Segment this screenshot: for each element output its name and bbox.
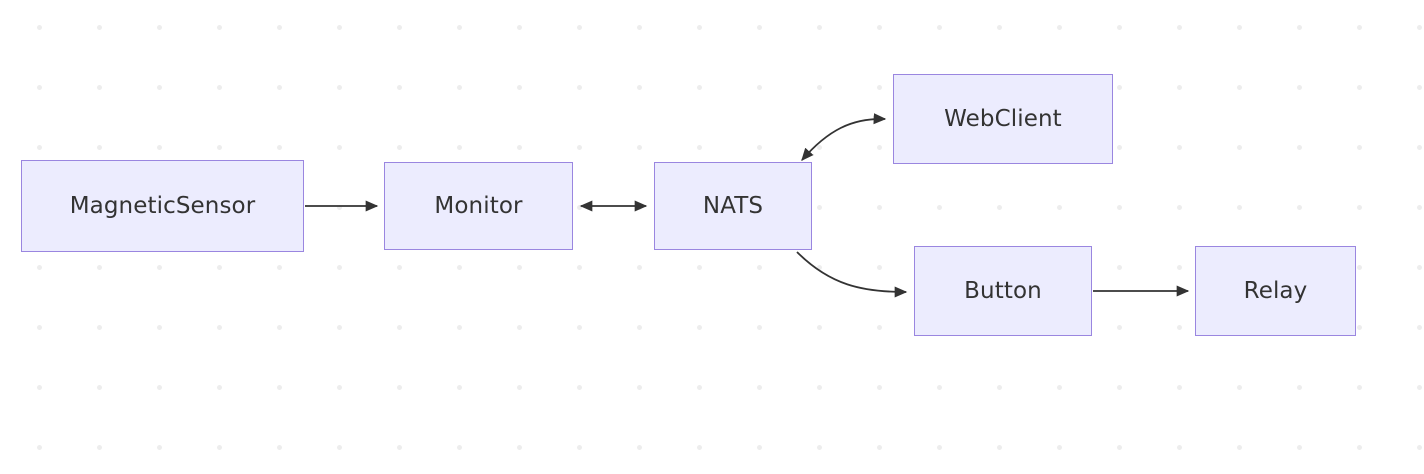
- node-nats[interactable]: NATS: [654, 162, 812, 250]
- node-label-relay: Relay: [1243, 277, 1308, 304]
- node-label-webclient: WebClient: [944, 105, 1062, 132]
- node-monitor[interactable]: Monitor: [384, 162, 573, 250]
- node-relay[interactable]: Relay: [1195, 246, 1356, 336]
- node-label-button: Button: [964, 277, 1042, 304]
- node-magneticsensor[interactable]: MagneticSensor: [21, 160, 304, 252]
- node-webclient[interactable]: WebClient: [893, 74, 1113, 164]
- node-label-magneticsensor: MagneticSensor: [69, 192, 256, 219]
- edge-nats-button: [796, 251, 908, 298]
- node-label-monitor: Monitor: [434, 192, 523, 219]
- edge-nats-webclient: [801, 113, 887, 161]
- node-label-nats: NATS: [702, 192, 764, 219]
- node-button[interactable]: Button: [914, 246, 1092, 336]
